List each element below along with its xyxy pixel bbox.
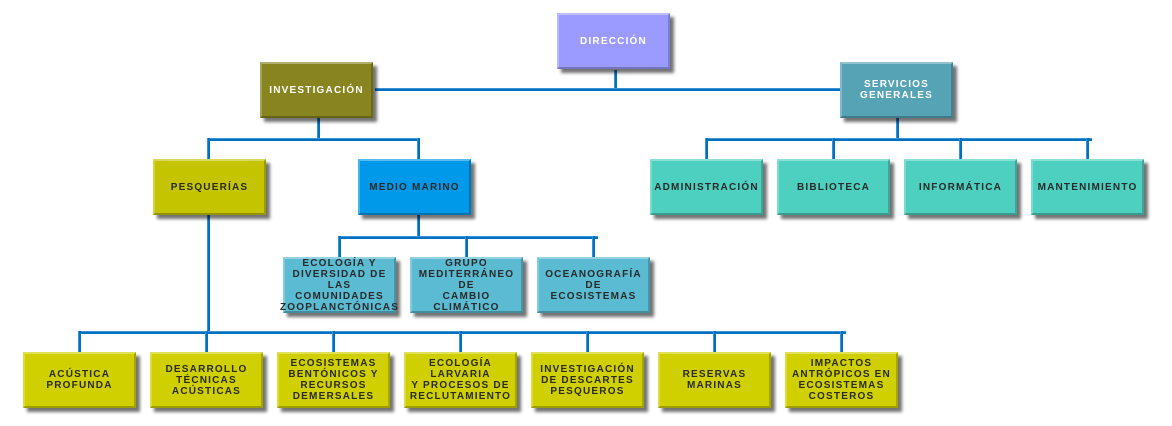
- node-servicio-items[interactable]: BIBLIOTECA: [777, 159, 890, 215]
- connector: [896, 118, 899, 140]
- connector: [375, 88, 841, 91]
- connector: [78, 331, 81, 352]
- node-marino-items[interactable]: GRUPO MEDITERRÁNEO DE CAMBIO CLIMÁTICO: [410, 257, 523, 313]
- node-servicio-items[interactable]: MANTENIMIENTO: [1031, 159, 1144, 215]
- node-investigacion[interactable]: INVESTIGACIÓN: [260, 62, 373, 118]
- node-pesca-items[interactable]: DESARROLLO TÉCNICAS ACÚSTICAS: [150, 352, 263, 408]
- connector: [207, 215, 210, 333]
- connector: [708, 138, 1092, 141]
- connector: [713, 331, 716, 352]
- node-servicio-items[interactable]: INFORMÁTICA: [904, 159, 1017, 215]
- node-pesca-items[interactable]: ECOLOGÍA LARVARIA Y PROCESOS DE RECLUTAM…: [404, 352, 517, 408]
- node-pesca-items[interactable]: ACÚSTICA PROFUNDA: [23, 352, 136, 408]
- node-marino-items[interactable]: ECOLOGÍA Y DIVERSIDAD DE LAS COMUNIDADES…: [279, 257, 400, 313]
- connector: [332, 331, 335, 352]
- connector: [465, 236, 468, 257]
- connector: [586, 331, 589, 352]
- connector: [592, 236, 595, 257]
- connector: [79, 331, 846, 334]
- connector: [959, 138, 962, 159]
- connector: [459, 331, 462, 352]
- connector: [317, 118, 320, 140]
- connector: [338, 236, 341, 257]
- connector: [840, 331, 843, 352]
- node-pesca-items[interactable]: INVESTIGACIÓN DE DESCARTES PESQUEROS: [531, 352, 644, 408]
- connector: [1086, 138, 1089, 159]
- node-servicios-generales[interactable]: SERVICIOS GENERALES: [840, 62, 953, 118]
- connector: [205, 331, 208, 352]
- node-pesca-items[interactable]: IMPACTOS ANTRÓPICOS EN ECOSISTEMAS COSTE…: [785, 352, 898, 408]
- node-pesca-items[interactable]: ECOSISTEMAS BENTÓNICOS Y RECURSOS DEMERS…: [277, 352, 390, 408]
- connector: [339, 236, 598, 239]
- node-pesca-items[interactable]: RESERVAS MARINAS: [658, 352, 771, 408]
- connector: [705, 138, 708, 159]
- node-medio-marino[interactable]: MEDIO MARINO: [358, 159, 471, 215]
- connector: [207, 138, 210, 160]
- connector: [417, 215, 420, 238]
- connector: [614, 70, 617, 90]
- node-servicio-items[interactable]: ADMINISTRACIÓN: [650, 159, 763, 215]
- node-marino-items[interactable]: OCEANOGRAFÍA DE ECOSISTEMAS: [537, 257, 650, 313]
- connector: [207, 138, 420, 141]
- node-pesquerias[interactable]: PESQUERÍAS: [153, 159, 266, 215]
- node-direccion[interactable]: DIRECCIÓN: [557, 13, 670, 69]
- connector: [417, 138, 420, 160]
- connector: [832, 138, 835, 159]
